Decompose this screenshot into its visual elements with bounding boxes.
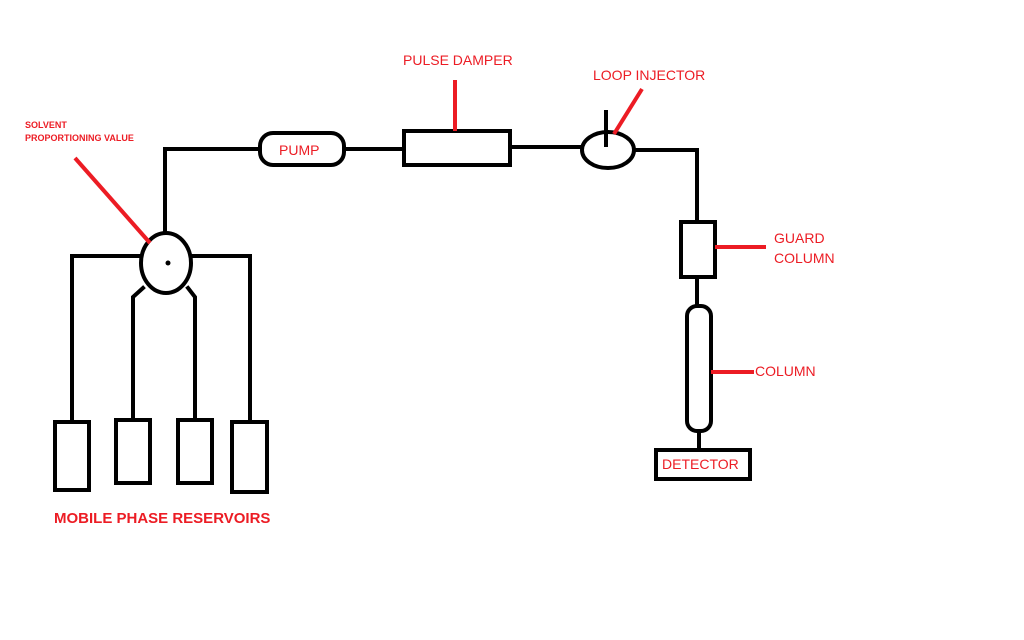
tubing-reservoir-1	[70, 254, 145, 424]
label-column: COLUMN	[755, 363, 816, 379]
valve-center-dot	[165, 260, 171, 266]
guard-column	[679, 220, 717, 279]
pump	[258, 131, 346, 167]
leader-solvent-valve	[73, 156, 152, 245]
label-detector: DETECTOR	[662, 456, 739, 472]
label-guard-column-line1: GUARD	[774, 230, 825, 246]
label-reservoirs: MOBILE PHASE RESERVOIRS	[54, 510, 270, 527]
label-loop-injector: LOOP INJECTOR	[593, 67, 705, 83]
tubing-reservoir-2	[131, 285, 146, 422]
pulse-damper	[402, 129, 512, 167]
reservoir-2	[114, 418, 152, 485]
tubing-valve-to-pump	[163, 147, 262, 238]
tubing-reservoir-3	[185, 285, 197, 422]
tubing-injector-to-guard	[632, 148, 699, 224]
column	[685, 304, 713, 433]
detector	[654, 448, 752, 481]
label-guard-column-line2: COLUMN	[774, 250, 835, 266]
tubing-reservoir-4	[188, 254, 252, 424]
leader-loop-injector	[612, 87, 644, 136]
label-pulse-damper: PULSE DAMPER	[403, 52, 513, 68]
reservoir-1	[53, 420, 91, 492]
reservoir-3	[176, 418, 214, 485]
reservoir-4	[230, 420, 269, 494]
label-pump: PUMP	[279, 142, 319, 158]
label-solvent-valve-line1: SOLVENT	[25, 120, 67, 130]
label-solvent-valve-line2: PROPORTIONING VALUE	[25, 133, 134, 143]
